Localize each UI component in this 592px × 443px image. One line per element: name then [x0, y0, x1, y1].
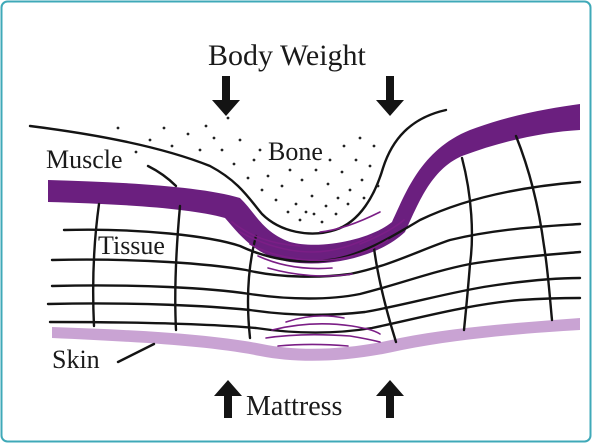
label-bone: Bone	[268, 137, 323, 166]
label-tissue: Tissue	[98, 231, 165, 260]
label-mattress: Mattress	[246, 391, 342, 422]
title-body-weight: Body Weight	[208, 39, 367, 72]
label-muscle: Muscle	[46, 145, 123, 174]
label-skin: Skin	[52, 345, 100, 374]
